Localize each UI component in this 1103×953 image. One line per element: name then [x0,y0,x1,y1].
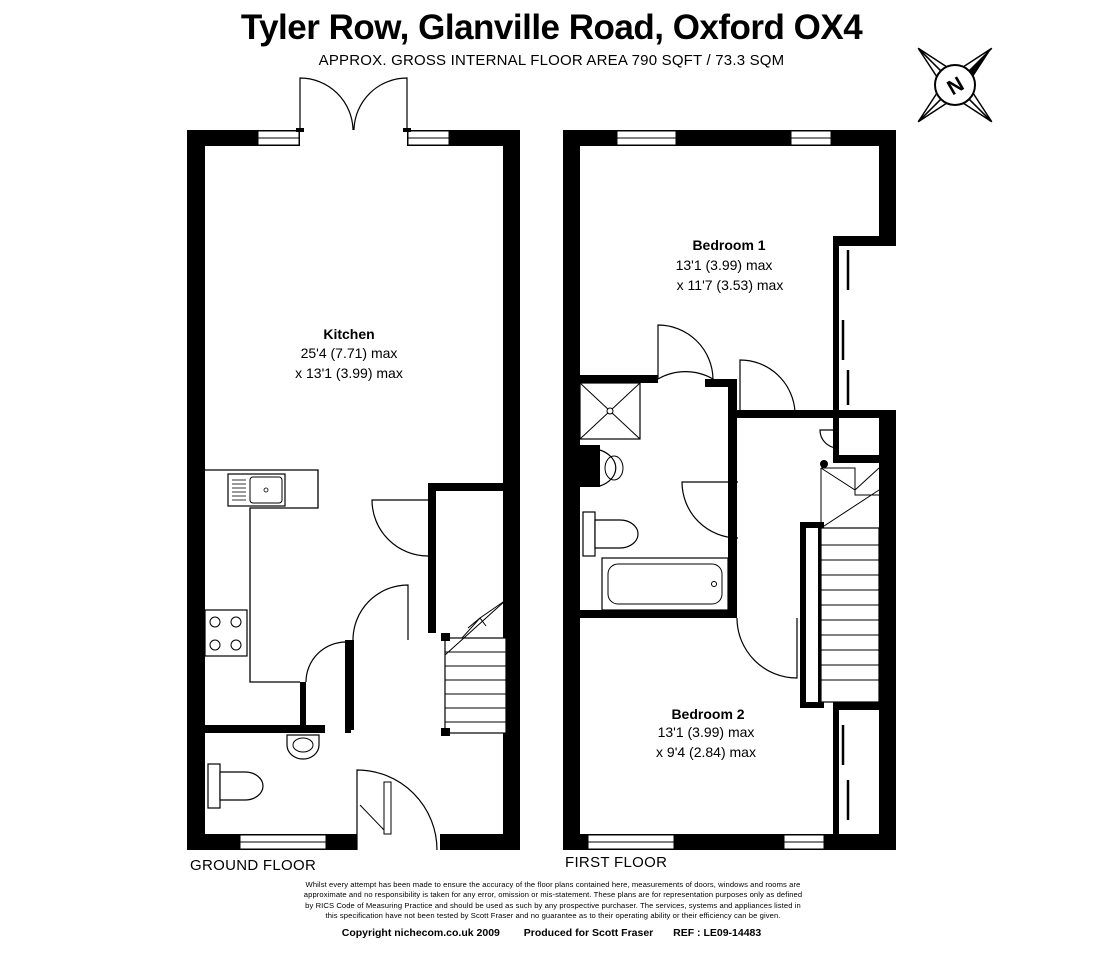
footer-produced-for: Produced for Scott Fraser [523,927,654,939]
room-dim-bedroom1-length: 13'1 (3.99) max [676,257,773,273]
room-dim-bedroom2-width: x 9'4 (2.84) max [656,744,756,760]
ground-floor-plan: Kitchen 25'4 (7.71) max x 13'1 (3.99) ma… [187,77,520,851]
room-dim-kitchen-length: 25'4 (7.71) max [301,345,398,361]
disclaimer-line: approximate and no responsibility is tak… [303,890,803,900]
disclaimer-text: Whilst every attempt has been made to en… [283,880,823,921]
room-name-bedroom1: Bedroom 1 [692,237,765,253]
room-dim-bedroom2-length: 13'1 (3.99) max [658,724,755,740]
footer: Copyright nichecom.co.uk 2009 Produced f… [0,927,1103,939]
footer-reference: REF : LE09-14483 [673,927,762,939]
page-title: Tyler Row, Glanville Road, Oxford OX4 [240,8,863,47]
toilet-icon [207,763,264,809]
bath-icon [601,557,729,611]
compass-icon: N [917,47,993,123]
room-name-kitchen: Kitchen [323,326,374,342]
first-floor-plan: Bedroom 1 13'1 (3.99) max x 11'7 (3.53) … [563,130,896,850]
floor-area-subtitle: APPROX. GROSS INTERNAL FLOOR AREA 790 SQ… [318,52,785,69]
room-dim-kitchen-width: x 13'1 (3.99) max [295,365,403,381]
bathroom-toilet-icon [582,511,639,557]
bathroom-basin-icon [580,445,624,487]
ground-floor-label: GROUND FLOOR [190,857,317,874]
footer-copyright: Copyright nichecom.co.uk 2009 [341,927,500,939]
disclaimer-line: this specification have not been tested … [325,910,781,920]
room-dim-bedroom1-width: x 11'7 (3.53) max [677,277,784,293]
disclaimer-line: Whilst every attempt has been made to en… [305,880,801,889]
first-floor-stairs [800,467,880,710]
kitchen-sink-icon [227,473,286,507]
ground-floor-stairs [441,599,507,736]
disclaimer-line: by RICS Code of Measuring Practice and s… [305,900,801,910]
first-floor-label: FIRST FLOOR [565,854,668,871]
room-name-bedroom2: Bedroom 2 [671,706,744,722]
basin-icon [286,734,320,760]
hob-icon [204,609,248,657]
